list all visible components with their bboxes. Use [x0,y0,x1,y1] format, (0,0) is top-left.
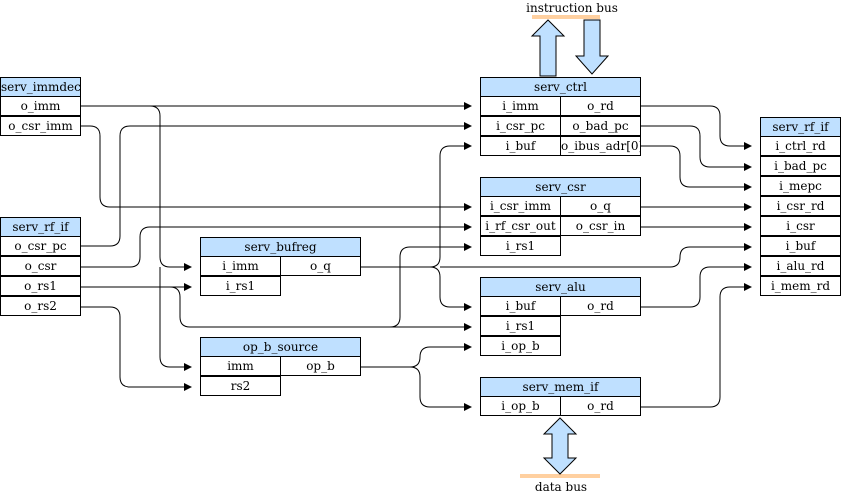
serv-mem-if-title: serv_mem_if [480,377,641,397]
port-o-rs2: o_rs2 [0,296,81,316]
wire-q-alu [429,266,472,311]
port-o-ibus-adr: o_ibus_adr[0] [560,136,641,156]
wire-rs2 [80,306,192,391]
port-i-imm-ctrl: i_imm [480,96,561,116]
serv-rf-if-left-title: serv_rf_if [0,217,81,237]
port-i-op-b-alu: i_op_b [480,336,561,356]
serv-ctrl-title: serv_ctrl [480,77,641,97]
port-i-rs1-csr: i_rs1 [480,236,561,256]
port-i-buf-rf: i_buf [760,236,841,256]
wire-opb-mem [409,366,472,411]
wire-csrimm [80,125,472,211]
port-i-csr-pc: i_csr_pc [480,116,561,136]
port-i-csr-rf: i_csr [760,216,841,236]
wire-csrpc [80,122,472,247]
port-i-mem-rd: i_mem_rd [760,276,841,296]
wire-imm-to-opb [159,267,192,371]
wire-imm-to-bufreg [149,105,192,271]
wire-mem-rd [640,283,752,408]
serv-rf-if-right-title: serv_rf_if [760,117,841,137]
port-i-imm-bufreg: i_imm [200,256,281,276]
port-i-rs1-alu: i_rs1 [480,316,561,336]
wire-ctrl-rd [640,105,752,150]
port-i-ctrl-rd: i_ctrl_rd [760,136,841,156]
serv-alu-title: serv_alu [480,277,641,297]
port-o-q-csr: o_q [560,196,641,216]
port-i-csr-rd: i_csr_rd [760,196,841,216]
port-o-csr-pc: o_csr_pc [0,236,81,256]
ibus-up-arrow [530,19,566,77]
serv-csr-title: serv_csr [480,177,641,197]
wire-opb-alu [360,343,472,368]
ibus-down-arrow [574,19,610,75]
wire-bad-pc [640,125,752,171]
port-i-mepc: i_mepc [760,176,841,196]
wire-alu-rd [640,263,752,308]
port-i-buf-ctrl: i_buf [480,136,561,156]
wire-q-rf [440,243,752,268]
serv-immdec-title: serv_immdec [0,77,81,97]
port-o-rd-alu: o_rd [560,296,641,316]
port-op-b-out: op_b [280,356,361,376]
instruction-bus-label: instruction bus [526,1,618,15]
wire-q-ctrl [360,142,472,268]
port-i-bad-pc: i_bad_pc [760,156,841,176]
port-i-rf-csr-out: i_rf_csr_out [480,216,561,236]
port-rs2-opb: rs2 [200,376,281,396]
port-i-csr-imm: i_csr_imm [480,196,561,216]
port-i-alu-rd: i_alu_rd [760,256,841,276]
serv-bufreg-title: serv_bufreg [200,237,361,257]
wire-rs1-alu [169,286,472,331]
port-imm-opb: imm [200,356,281,376]
wire-csr [80,223,472,268]
wire-ibus-adr [640,145,752,191]
op-b-source-title: op_b_source [200,337,361,357]
port-o-bad-pc: o_bad_pc [560,116,641,136]
port-i-op-b-mem: i_op_b [480,396,561,416]
port-o-imm: o_imm [0,96,81,116]
wire-rs1-csr [389,243,472,328]
data-bus-label: data bus [534,480,588,494]
port-o-rd-mem: o_rd [560,396,641,416]
dbus-double-arrow [542,417,578,475]
port-o-rd-ctrl: o_rd [560,96,641,116]
port-o-q-bufreg: o_q [280,256,361,276]
port-i-buf-alu: i_buf [480,296,561,316]
port-o-csr-imm: o_csr_imm [0,116,81,136]
port-i-rs1-bufreg: i_rs1 [200,276,281,296]
port-o-rs1: o_rs1 [0,276,81,296]
port-o-csr-in: o_csr_in [560,216,641,236]
port-o-csr: o_csr [0,256,81,276]
